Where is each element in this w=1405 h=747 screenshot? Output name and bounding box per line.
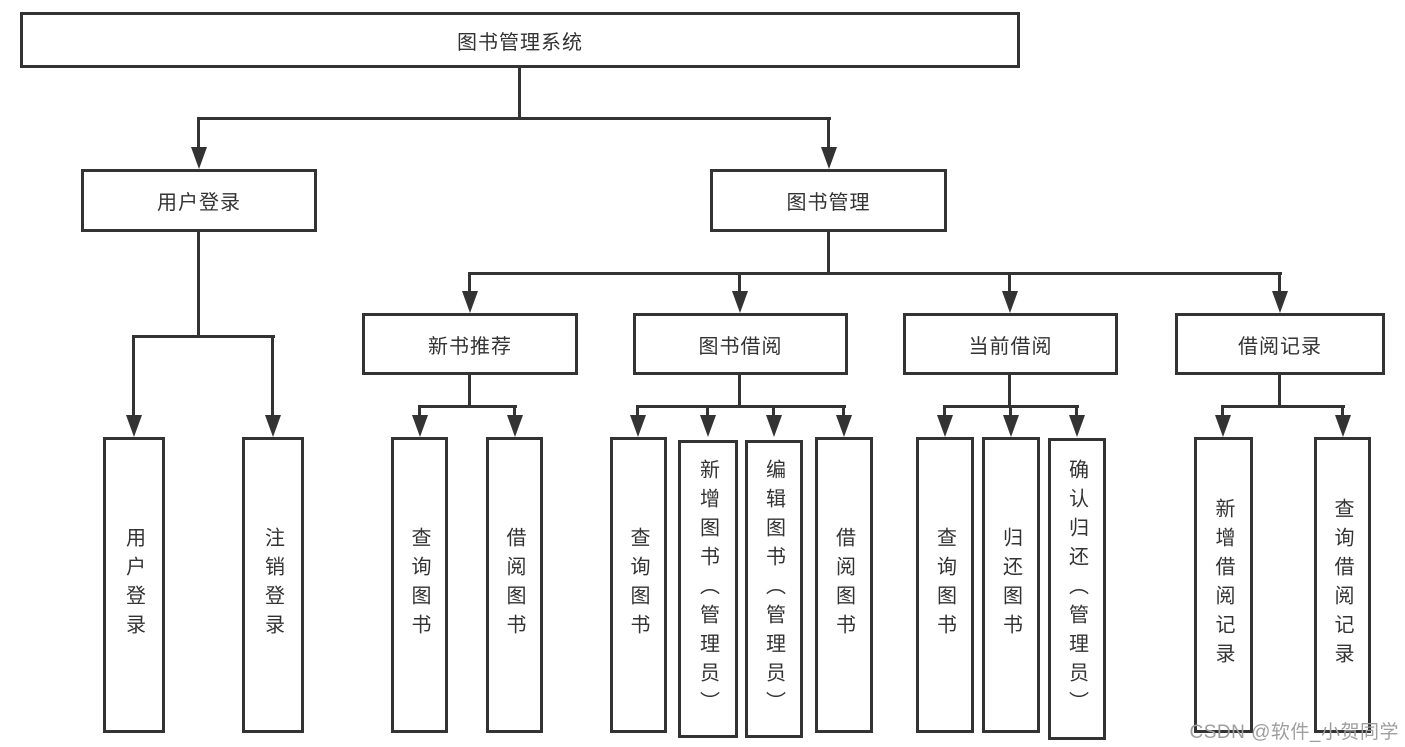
connector-line	[1009, 407, 1012, 417]
arrowhead	[265, 415, 281, 437]
leaf-query-books-borrowing: 查询图书	[610, 437, 667, 733]
connector-line	[827, 119, 830, 147]
connector-line	[271, 337, 274, 417]
leaf-user-login: 用户登录	[103, 437, 165, 733]
connector-line	[943, 405, 1079, 408]
connector-line	[772, 407, 775, 417]
connector-line	[197, 119, 200, 147]
connector-line	[738, 274, 741, 293]
connector-line	[706, 407, 709, 417]
leaf-logout: 注销登录	[242, 437, 304, 733]
leaf-edit-books-admin: 编辑图书（管理员）	[745, 440, 803, 738]
connector-line	[468, 274, 471, 293]
node-library-management-system: 图书管理系统	[20, 12, 1020, 68]
connector-line	[1075, 407, 1078, 417]
arrowhead	[836, 415, 852, 437]
arrowhead	[630, 415, 646, 437]
arrowhead	[700, 415, 716, 437]
node-borrowing-records: 借阅记录	[1175, 313, 1385, 375]
arrowhead	[766, 415, 782, 437]
connector-line	[468, 375, 471, 405]
leaf-add-borrow-record: 新增借阅记录	[1194, 437, 1253, 733]
leaf-borrow-books-recommend: 借阅图书	[486, 437, 543, 733]
connector-line	[1278, 274, 1281, 293]
leaf-return-books: 归还图书	[982, 437, 1040, 733]
connector-line	[513, 407, 516, 417]
connector-line	[842, 407, 845, 417]
arrowhead	[412, 415, 428, 437]
arrowhead	[462, 291, 478, 313]
arrowhead	[191, 147, 207, 169]
arrowhead	[1069, 415, 1085, 437]
arrowhead	[1335, 415, 1351, 437]
leaf-confirm-return-admin: 确认归还（管理员）	[1048, 438, 1106, 740]
leaf-query-borrow-record: 查询借阅记录	[1314, 437, 1371, 733]
leaf-query-books-recommend: 查询图书	[391, 437, 448, 733]
leaf-query-books-current: 查询图书	[916, 437, 974, 733]
arrowhead	[1002, 291, 1018, 313]
connector-line	[1221, 405, 1345, 408]
connector-line	[1278, 375, 1281, 405]
connector-line	[1008, 375, 1011, 405]
node-book-borrowing: 图书借阅	[633, 313, 848, 375]
leaf-add-books-admin: 新增图书（管理员）	[678, 440, 738, 738]
arrowhead	[126, 415, 142, 437]
connector-line	[636, 405, 846, 408]
arrowhead	[937, 415, 953, 437]
connector-line	[518, 68, 521, 117]
arrowhead	[507, 415, 523, 437]
arrowhead	[821, 147, 837, 169]
connector-line	[197, 232, 200, 335]
watermark: CSDN @软件_小贺同学	[1189, 722, 1399, 743]
connector-line	[132, 335, 275, 338]
connector-line	[1221, 407, 1224, 417]
connector-line	[636, 407, 639, 417]
node-user-login: 用户登录	[81, 169, 317, 232]
node-book-management: 图书管理	[710, 169, 947, 232]
connector-line	[418, 407, 421, 417]
node-new-book-recommendation: 新书推荐	[362, 313, 578, 375]
connector-line	[197, 117, 831, 120]
connector-line	[132, 337, 135, 417]
connector-line	[1008, 274, 1011, 293]
node-current-borrowing: 当前借阅	[903, 313, 1118, 375]
arrowhead	[1003, 415, 1019, 437]
connector-line	[418, 405, 517, 408]
arrowhead	[1215, 415, 1231, 437]
connector-line	[468, 272, 1282, 275]
leaf-borrow-books-borrowing: 借阅图书	[815, 437, 873, 733]
connector-line	[738, 375, 741, 405]
connector-line	[1341, 407, 1344, 417]
connector-line	[943, 407, 946, 417]
arrowhead	[1272, 291, 1288, 313]
connector-line	[827, 232, 830, 272]
arrowhead	[732, 291, 748, 313]
